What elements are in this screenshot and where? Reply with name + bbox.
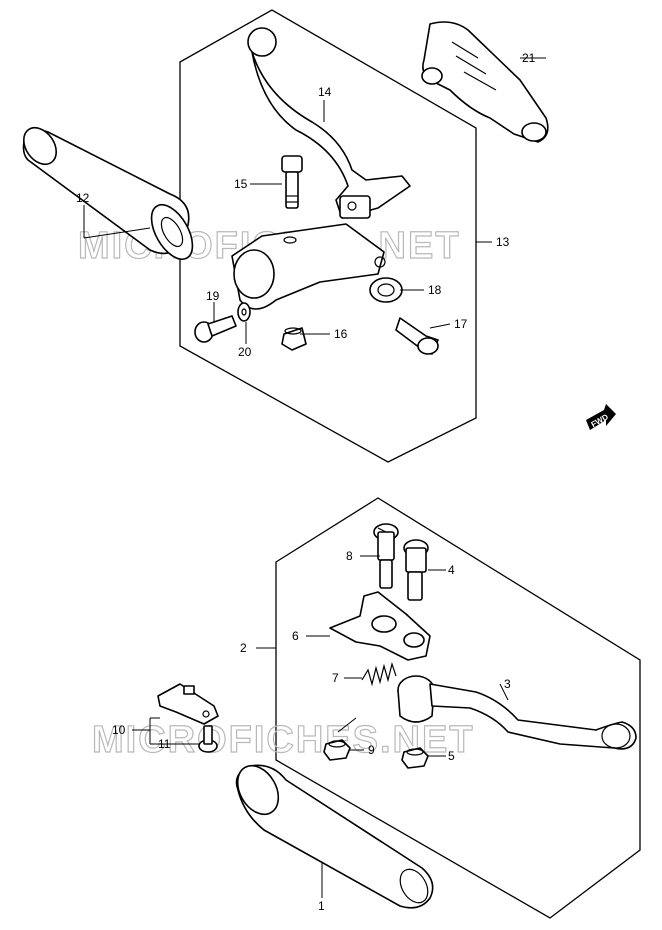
- callout-5: 5: [448, 749, 455, 763]
- part-1-grip: [235, 764, 434, 909]
- part-15-bolt: [281, 155, 303, 209]
- part-20-washer: [237, 302, 251, 322]
- callout-6: 6: [292, 629, 299, 643]
- callout-numbers: 1 2 3 4 5 6 7 8 9 10 11 12 13 14 15 16 1…: [76, 51, 536, 913]
- leader-lines: [83, 57, 546, 898]
- part-14-lever: [247, 27, 411, 219]
- callout-12: 12: [76, 191, 90, 205]
- part-3-lever: [397, 675, 637, 750]
- part-17-cable-adjuster: [395, 317, 439, 355]
- part-4-bolt: [403, 539, 429, 601]
- fwd-arrow: FWD: [586, 404, 616, 430]
- callout-7: 7: [332, 671, 339, 685]
- callout-11: 11: [158, 737, 171, 751]
- callout-15: 15: [234, 177, 248, 191]
- part-6-bracket: [329, 591, 431, 661]
- callout-16: 16: [334, 327, 348, 341]
- callout-21: 21: [522, 51, 536, 65]
- assembly-frame-13: [179, 9, 477, 463]
- callout-1: 1: [318, 899, 325, 913]
- part-7-spring: [361, 661, 397, 687]
- part-11-screw: [198, 725, 218, 753]
- callout-9: 9: [368, 743, 375, 757]
- part-5-nut: [401, 747, 429, 769]
- callout-18: 18: [428, 283, 442, 297]
- callout-8: 8: [346, 549, 353, 563]
- part-9-nut: [323, 739, 351, 761]
- callout-17: 17: [454, 317, 468, 331]
- part-21-lever-cover: [421, 21, 549, 143]
- part-16-nut: [281, 327, 307, 351]
- callout-13: 13: [496, 235, 510, 249]
- callout-14: 14: [318, 85, 332, 99]
- callout-4: 4: [448, 563, 455, 577]
- callout-19: 19: [206, 289, 220, 303]
- part-19-bolt: [194, 315, 237, 343]
- part-10-switch: [157, 683, 219, 725]
- part-13-bracket: [231, 223, 386, 310]
- callout-3: 3: [504, 677, 511, 691]
- part-12-grip: [22, 126, 194, 260]
- callout-10: 10: [112, 723, 126, 737]
- callout-20: 20: [238, 345, 252, 359]
- assembly-frame-2: [275, 497, 641, 919]
- callout-2: 2: [240, 641, 247, 655]
- part-8-bolt: [373, 523, 399, 589]
- part-18-adjuster-nut: [369, 277, 403, 303]
